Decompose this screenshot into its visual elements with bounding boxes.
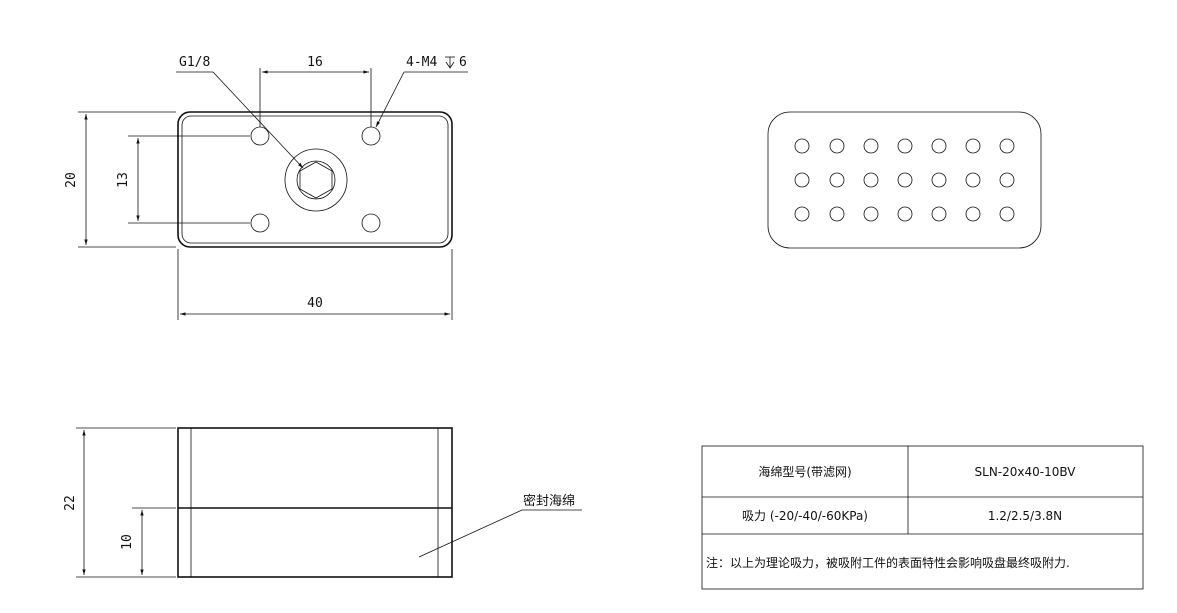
sponge-hole [965, 138, 981, 154]
top-view-inner-edge [181, 115, 449, 244]
sponge-hole [999, 206, 1015, 222]
depth-symbol-icon [445, 56, 455, 69]
sponge-hole [931, 206, 947, 222]
mount-hole-top-left [250, 126, 270, 146]
spec-table-note: 注：以上为理论吸力，被吸附工件的表面特性会影响吸盘最终吸附力. [706, 555, 1070, 570]
sponge-hole [897, 172, 913, 188]
dim-hole-spacing: 16 [307, 55, 323, 70]
thread-leader-line [212, 71, 304, 169]
tap-depth: 6 [459, 55, 467, 70]
sponge-hole [863, 172, 879, 188]
spec-row-2-label: 吸力 (-20/-40/-60KPa) [742, 509, 868, 523]
sponge-hole [829, 206, 845, 222]
sponge-hole [931, 172, 947, 188]
side-view-outline [177, 427, 453, 578]
top-view-outline [177, 111, 453, 248]
sponge-hole [999, 138, 1015, 154]
sponge-hole [897, 138, 913, 154]
mount-hole-bottom-left [250, 213, 270, 233]
sponge-hole [965, 206, 981, 222]
sponge-hole [794, 138, 810, 154]
dim-height-20: 20 [64, 172, 79, 188]
sponge-hole [863, 138, 879, 154]
dim-width-40: 40 [307, 296, 323, 311]
sponge-hole [931, 138, 947, 154]
port-inner-circle [296, 160, 336, 200]
mount-hole-bottom-right [361, 213, 381, 233]
sponge-hole [999, 172, 1015, 188]
sponge-hole [794, 172, 810, 188]
tap-label: 4-M4 [406, 55, 437, 70]
sponge-hole [829, 138, 845, 154]
spec-row-1-label: 海绵型号(带滤网) [758, 464, 851, 479]
top-view: 16 G1/8 4-M4 6 20 13 40 [64, 55, 468, 320]
spec-table-border [701, 445, 1144, 590]
thread-label: G1/8 [179, 55, 210, 70]
sponge-leader-line [418, 509, 523, 558]
sponge-hole-grid [794, 138, 1015, 222]
sponge-hole [897, 206, 913, 222]
mount-hole-top-right [361, 126, 381, 146]
sponge-hole [863, 206, 879, 222]
port-outer-circle [284, 148, 348, 212]
sponge-hole [794, 206, 810, 222]
bottom-view [767, 111, 1042, 249]
spec-row-2-value: 1.2/2.5/3.8N [988, 509, 1062, 523]
sponge-label: 密封海绵 [523, 493, 575, 509]
tap-leader-line [375, 71, 405, 128]
dim-height-22: 22 [63, 495, 78, 511]
spec-row-1-value: SLN-20x40-10BV [975, 465, 1077, 479]
dim-hole-pitch-13: 13 [116, 172, 131, 188]
sponge-hole [829, 172, 845, 188]
sponge-outline [767, 111, 1042, 249]
spec-table: 海绵型号(带滤网) SLN-20x40-10BV 吸力 (-20/-40/-60… [701, 445, 1144, 590]
hex-socket [299, 161, 333, 199]
side-view: 22 10 密封海绵 [63, 427, 582, 578]
dim-sponge-10: 10 [120, 534, 135, 550]
sponge-hole [965, 172, 981, 188]
